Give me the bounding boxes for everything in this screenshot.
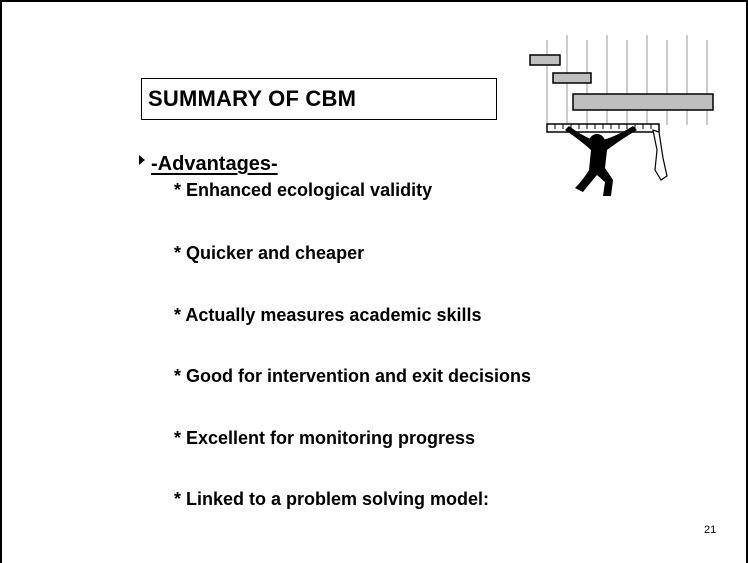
person-carrying-gantt-chart-icon <box>529 35 714 196</box>
list-item: * Enhanced ecological validity <box>174 180 433 200</box>
triangle-bullet-icon <box>139 155 145 165</box>
slide-title-box: SUMMARY OF CBM <box>141 78 497 120</box>
list-item: * Excellent for monitoring progress <box>174 428 476 448</box>
slide-border-top <box>0 0 748 2</box>
section-heading: -Advantages- <box>151 153 278 175</box>
slide-title: SUMMARY OF CBM <box>148 86 357 111</box>
list-item: * Actually measures academic skills <box>174 305 482 325</box>
slide-border-left <box>0 0 2 563</box>
list-item: * Linked to a problem solving model: <box>174 489 490 509</box>
page-number: 21 <box>704 524 717 536</box>
slide-border-right <box>746 0 748 563</box>
list-item: * Quicker and cheaper <box>174 243 365 263</box>
list-item: * Good for intervention and exit decisio… <box>174 366 532 386</box>
